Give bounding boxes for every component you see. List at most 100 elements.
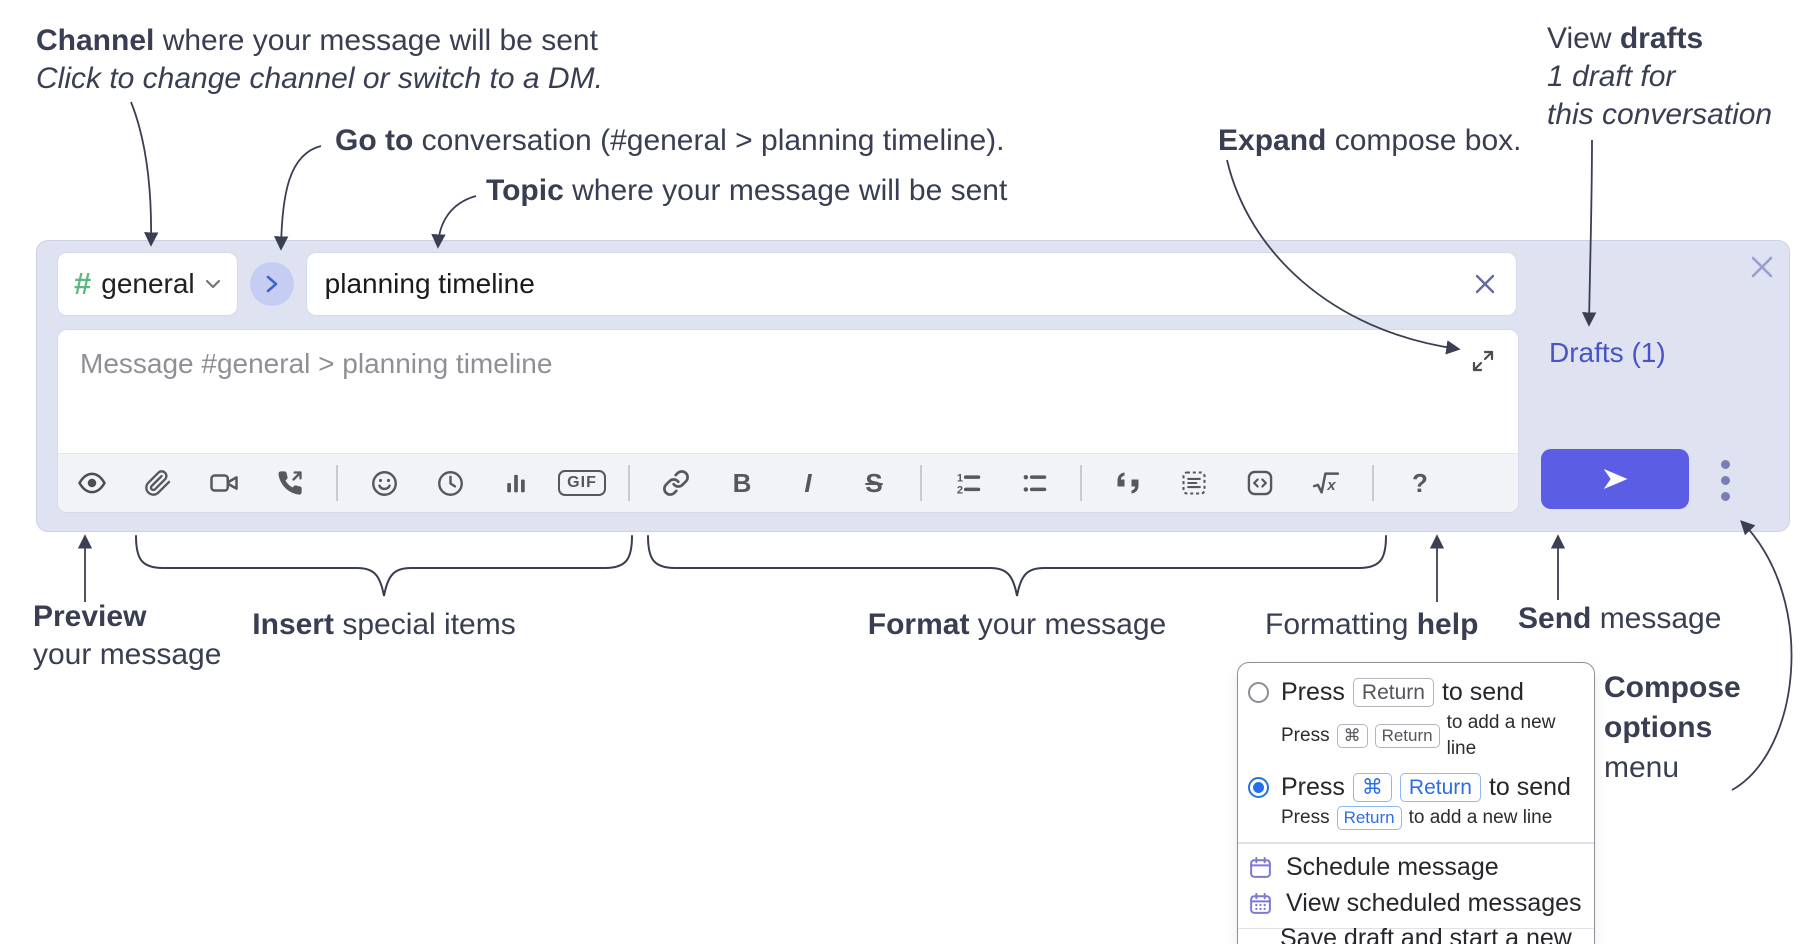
emoji-button[interactable] <box>364 463 404 503</box>
preview-button[interactable] <box>72 463 112 503</box>
formula-icon: x <box>1312 472 1340 494</box>
return-key: Return <box>1399 773 1481 802</box>
drafts-link[interactable]: Drafts (1) <box>1549 337 1666 368</box>
go-to-conversation-button[interactable] <box>249 262 294 306</box>
format-annotation: Format your message <box>867 608 1167 641</box>
clear-topic-button[interactable] <box>1468 267 1502 301</box>
arrow-go-to <box>274 145 322 251</box>
compose-options-button[interactable] <box>1706 453 1744 507</box>
topic-annotation: Topic where your message will be sent <box>486 174 1008 207</box>
arrow-topic <box>431 195 477 249</box>
send-annotation: Send message <box>1518 602 1722 635</box>
formula-button[interactable]: x <box>1306 463 1346 503</box>
brace-insert <box>135 535 633 597</box>
view-drafts-annotation: View drafts 1 draft for this conversatio… <box>1547 22 1773 131</box>
expand-annotation: Expand compose box. <box>1218 124 1522 157</box>
preview-annotation: Preview your message <box>33 600 222 671</box>
close-icon <box>1751 256 1773 278</box>
menu-divider <box>1238 842 1594 844</box>
chevron-right-icon <box>266 275 277 293</box>
kebab-menu-icon <box>1720 459 1730 469</box>
code-button[interactable] <box>1240 463 1280 503</box>
toolbar-divider <box>1372 465 1374 501</box>
expand-compose-button[interactable] <box>1466 344 1500 378</box>
topic-input[interactable] <box>306 253 1516 315</box>
menu-item-view-scheduled-messages[interactable]: View scheduled messages <box>1238 886 1594 922</box>
close-compose-button[interactable] <box>1744 249 1780 285</box>
message-area: GIF B I S <box>57 329 1519 513</box>
ordered-list-icon: 1 2 <box>957 472 981 497</box>
menu-item-save-draft[interactable]: Save draft and start a new message <box>1238 924 1594 944</box>
clear-topic-icon <box>1475 274 1495 294</box>
recent-button[interactable] <box>430 463 470 503</box>
menu-item-schedule-message[interactable]: Schedule message <box>1238 850 1594 886</box>
svg-text:1: 1 <box>957 472 963 484</box>
create-poll-button[interactable] <box>496 463 536 503</box>
emoji-icon <box>371 470 397 496</box>
cmd-key: ⌘ <box>1352 773 1392 802</box>
record-video-button[interactable] <box>204 463 244 503</box>
attach-file-button[interactable] <box>138 463 178 503</box>
bold-icon: B <box>732 468 752 498</box>
calendar-dots-icon <box>1250 892 1271 914</box>
eye-icon <box>78 472 106 494</box>
formatting-help-annotation: Formatting help <box>1265 608 1479 641</box>
code-icon <box>1247 470 1273 496</box>
arrow-channel <box>130 101 159 247</box>
strikethrough-button[interactable]: S <box>854 463 894 503</box>
link-icon <box>663 470 689 496</box>
cmd-key: ⌘ <box>1336 724 1368 748</box>
link-button[interactable] <box>656 463 696 503</box>
radio-unselected-icon <box>1248 682 1269 703</box>
channel-name: general <box>101 268 195 299</box>
svg-text:2: 2 <box>957 485 963 497</box>
paperclip-icon <box>145 470 171 496</box>
save-draft-icon <box>1248 941 1267 944</box>
blockquote-button[interactable] <box>1108 463 1148 503</box>
compose-options-annotation: Compose options menu <box>1604 671 1741 784</box>
brace-format <box>647 535 1387 597</box>
phone-call-icon <box>278 471 302 495</box>
go-to-annotation: Go to conversation (#general > planning … <box>335 124 1005 157</box>
radio-option-return-to-send[interactable]: Press Return to send Press ⌘ Return to a… <box>1238 672 1594 767</box>
toolbar-divider <box>1080 465 1082 501</box>
topic-input-wrap <box>305 252 1517 316</box>
channel-annotation: Channel where your message will be sent … <box>36 24 603 95</box>
italic-icon: I <box>804 468 812 498</box>
menu-divider <box>1238 927 1594 929</box>
bold-button[interactable]: B <box>722 463 762 503</box>
audio-call-button[interactable] <box>270 463 310 503</box>
help-icon: ? <box>1412 468 1428 498</box>
poll-icon <box>507 474 525 493</box>
return-key: Return <box>1352 678 1434 707</box>
svg-text:x: x <box>1326 477 1336 494</box>
toolbar-divider <box>920 465 922 501</box>
send-button[interactable] <box>1541 449 1689 509</box>
channel-hash-icon: # <box>74 266 92 301</box>
toolbar-divider <box>628 465 630 501</box>
message-input[interactable] <box>58 330 1518 450</box>
code-block-button[interactable] <box>1174 463 1214 503</box>
video-camera-icon <box>210 474 238 492</box>
toolbar-divider <box>336 465 338 501</box>
clock-icon <box>437 470 463 496</box>
arrow-compose-options <box>1731 520 1793 791</box>
gif-icon: GIF <box>558 470 606 496</box>
strikethrough-icon: S <box>865 468 883 498</box>
expand-icon <box>1472 350 1494 372</box>
chevron-down-icon <box>205 279 220 289</box>
return-key: Return <box>1336 806 1402 830</box>
radio-option-cmd-return-to-send[interactable]: Press ⌘ Return to send Press Return to a… <box>1238 767 1594 836</box>
compose-options-menu: Press Return to send Press ⌘ Return to a… <box>1237 662 1595 944</box>
bullet-list-button[interactable] <box>1014 463 1054 503</box>
insert-annotation: Insert special items <box>252 608 516 641</box>
ordered-list-button[interactable]: 1 2 <box>948 463 988 503</box>
return-key: Return <box>1374 724 1440 748</box>
bullet-list-icon <box>1023 474 1047 492</box>
formatting-toolbar: GIF B I S <box>58 453 1518 512</box>
gif-button[interactable]: GIF <box>558 463 606 503</box>
italic-button[interactable]: I <box>788 463 828 503</box>
channel-selector[interactable]: # general <box>57 252 238 316</box>
formatting-help-button[interactable]: ? <box>1400 463 1440 503</box>
